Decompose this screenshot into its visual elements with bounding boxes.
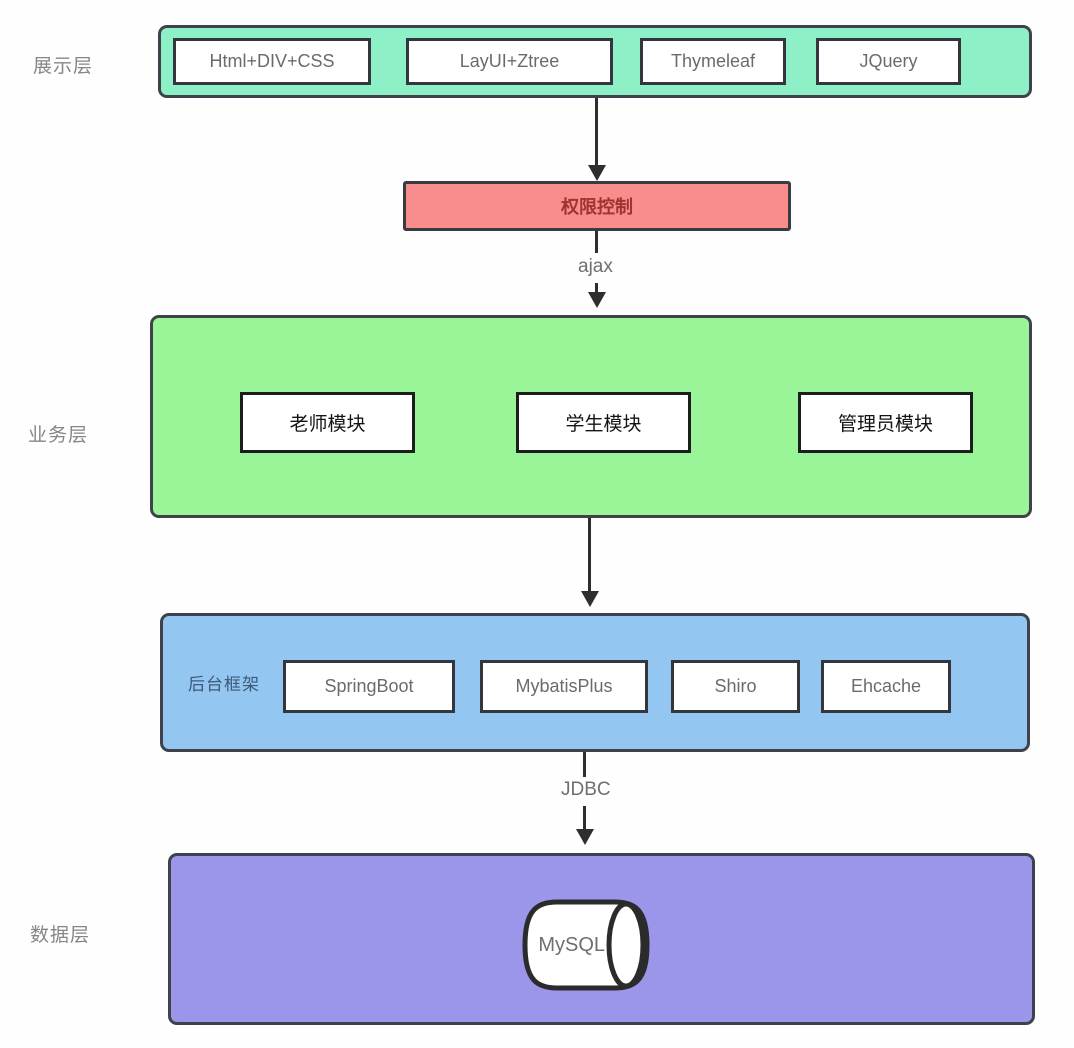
module-box-student: 学生模块 — [516, 392, 691, 453]
layer-label-backend-framework: 后台框架 — [188, 675, 260, 694]
arrow-down-icon — [576, 829, 594, 845]
layer-label-data: 数据层 — [30, 925, 91, 946]
database-cylinder: MySQL — [521, 898, 651, 992]
presentation-layer-container: Html+DIV+CSS LayUI+Ztree Thymeleaf JQuer… — [158, 25, 1032, 98]
data-layer-container: MySQL — [168, 853, 1035, 1025]
arrow-down-icon — [581, 591, 599, 607]
tech-box-layui-ztree: LayUI+Ztree — [406, 38, 613, 85]
business-layer-container: 老师模块 学生模块 管理员模块 — [150, 315, 1032, 518]
database-name-label: MySQL — [538, 933, 606, 956]
tech-box-shiro: Shiro — [671, 660, 800, 713]
tech-box-html-div-css: Html+DIV+CSS — [173, 38, 371, 85]
tech-box-springboot: SpringBoot — [283, 660, 455, 713]
arrow-down-icon — [588, 292, 606, 308]
arrow-shaft — [595, 98, 598, 166]
tech-box-jquery: JQuery — [816, 38, 961, 85]
module-box-teacher: 老师模块 — [240, 392, 415, 453]
tech-box-mybatisplus: MybatisPlus — [480, 660, 648, 713]
arrow-shaft — [588, 518, 591, 592]
module-box-admin: 管理员模块 — [798, 392, 973, 453]
arrow-shaft — [583, 752, 586, 777]
backend-layer-container: 后台框架 SpringBoot MybatisPlus Shiro Ehcach… — [160, 613, 1030, 752]
layer-label-business: 业务层 — [28, 425, 89, 446]
mysql-cylinder-icon — [522, 899, 650, 991]
tech-box-thymeleaf: Thymeleaf — [640, 38, 786, 85]
arrow-down-icon — [588, 165, 606, 181]
arrow-shaft — [583, 806, 586, 830]
tech-box-ehcache: Ehcache — [821, 660, 951, 713]
connector-label-ajax: ajax — [578, 256, 613, 277]
permission-control-box: 权限控制 — [403, 181, 791, 231]
layer-label-presentation: 展示层 — [33, 56, 94, 77]
arrow-shaft — [595, 231, 598, 253]
arrow-shaft — [595, 283, 598, 294]
connector-label-jdbc: JDBC — [561, 779, 611, 800]
